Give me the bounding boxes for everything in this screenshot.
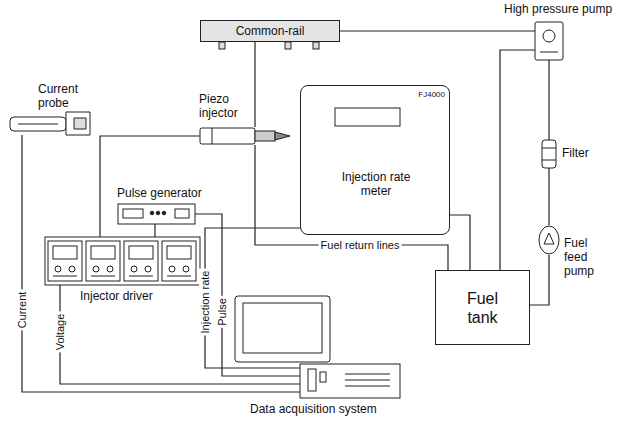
labelled-part: Current probe xyxy=(8,82,92,136)
rail-outlet xyxy=(219,42,319,49)
labelled-part: Piezo injector xyxy=(195,92,295,147)
connector-label: Current xyxy=(16,290,28,331)
node-label: Data acquisition system xyxy=(250,402,377,416)
labelled-part: Pulse generator xyxy=(115,186,245,226)
node-label: Pulse generator xyxy=(117,186,202,200)
node-label: High pressure pump xyxy=(504,2,612,16)
connection-area xyxy=(542,140,556,168)
node-label: Common-rail xyxy=(236,24,305,38)
labelled-part: Injection rate meter xyxy=(321,162,431,206)
node-label: Injector driver xyxy=(80,289,153,303)
box-node: Fuel tank xyxy=(435,270,530,345)
connector-label: Voltage xyxy=(54,312,66,353)
node-label: FJ4000 xyxy=(397,90,445,100)
injector-driver-symbol xyxy=(45,237,200,285)
meter-display xyxy=(335,108,400,126)
labelled-part: High pressure pump xyxy=(504,2,616,62)
labelled-part: Fuel feed pump xyxy=(538,222,617,302)
current-probe-symbol xyxy=(10,112,90,135)
node-label: Fuel tank xyxy=(458,289,508,327)
pipe-or-wire xyxy=(530,255,549,305)
injector-symbol xyxy=(200,128,290,144)
pipe-or-wire xyxy=(500,50,535,270)
connector-label: Injection rate xyxy=(199,269,211,336)
computer-symbol xyxy=(235,296,400,398)
filter-symbol xyxy=(542,140,556,168)
pipe-or-wire xyxy=(254,42,255,127)
connection-area xyxy=(45,237,200,285)
pipe-or-wire xyxy=(450,215,470,270)
pipe-or-wire xyxy=(255,145,448,270)
node-label: Filter xyxy=(562,146,589,160)
labelled-part: Injector driver xyxy=(45,237,200,305)
connector-label: Fuel return lines xyxy=(319,239,402,251)
node-label: Piezo injector xyxy=(199,92,247,120)
labelled-part: Filter xyxy=(540,138,606,170)
connection-area xyxy=(200,127,295,145)
connection-area xyxy=(300,364,400,398)
pipe-or-wire xyxy=(548,168,549,225)
feed-pump-symbol xyxy=(539,226,559,254)
node-label: Injection rate meter xyxy=(340,170,412,198)
node-label: Fuel feed pump xyxy=(564,236,604,278)
labelled-part: Data acquisition system xyxy=(232,294,404,420)
pulse-generator-symbol xyxy=(118,204,195,224)
box-node: Common-rail xyxy=(200,20,340,42)
connection-area xyxy=(535,22,563,60)
box-node: FJ4000Injection rate meter xyxy=(300,85,450,235)
pipe-or-wire xyxy=(548,60,549,140)
connection-area xyxy=(118,204,195,224)
connection-area xyxy=(538,225,560,255)
node-label: Current probe xyxy=(38,82,92,110)
connector-label: Pulse xyxy=(216,296,228,328)
pipe-or-wire xyxy=(154,224,155,237)
pump-symbol xyxy=(535,22,563,60)
connection-area xyxy=(10,112,92,135)
pipe-or-wire xyxy=(340,30,535,31)
